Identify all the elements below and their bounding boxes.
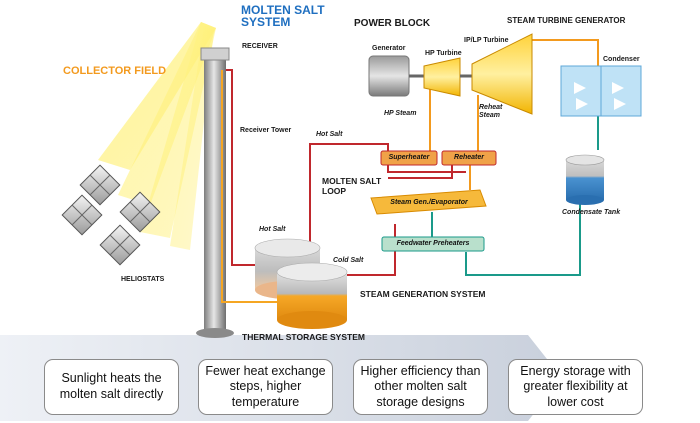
heliostat-field (61, 164, 161, 266)
iplp-turbine (471, 33, 533, 115)
condensate-tank (566, 160, 604, 200)
thermal-storage-system-title: THERMAL STORAGE SYSTEM (242, 332, 365, 342)
hp-steam-label: HP Steam (384, 110, 417, 117)
heliostats-label: HELIOSTATS (121, 276, 165, 283)
hot-salt-tank-label: Hot Salt (259, 226, 286, 233)
iplp-turbine-label: IP/LP Turbine (464, 37, 509, 44)
power-block-title: POWER BLOCK (354, 18, 431, 29)
hp-turbine-label: HP Turbine (425, 50, 462, 57)
benefit-card-1: Sunlight heats the molten salt directly (44, 359, 179, 415)
benefit-text-2: Fewer heat exchange steps, higher temper… (205, 363, 326, 409)
hp-turbine (423, 57, 461, 97)
receiver-tower (204, 52, 226, 335)
receiver-head (200, 47, 230, 61)
water-pipes (431, 112, 599, 276)
generator-label: Generator (372, 45, 406, 52)
receiver-tower-label: Receiver Tower (240, 127, 292, 134)
benefit-text-3: Higher efficiency than other molten salt… (360, 363, 481, 409)
benefit-text-1: Sunlight heats the molten salt directly (59, 371, 164, 401)
collector-field-title: COLLECTOR FIELD (63, 65, 167, 77)
receiver-label: RECEIVER (242, 43, 278, 50)
benefit-card-4: Energy storage with greater flexibility … (508, 359, 643, 415)
steam-gen-evaporator (370, 189, 487, 215)
hot-salt-pipe-label: Hot Salt (316, 131, 343, 138)
steam-turbine-generator-title: STEAM TURBINE GENERATOR (507, 16, 626, 25)
sunlight-ray (170, 26, 214, 250)
steam-pipes (429, 39, 599, 190)
condensate-tank-label: Condensate Tank (562, 209, 621, 216)
generator (368, 55, 410, 97)
steam-generation-system-title: STEAM GENERATION SYSTEM (360, 289, 486, 299)
condenser-label: Condenser (603, 56, 640, 63)
hot-salt-pipes (226, 69, 466, 276)
molten-salt-system-title: MOLTEN SALT SYSTEM (241, 3, 325, 29)
cold-salt-pipe (221, 70, 278, 303)
benefit-text-4: Energy storage with greater flexibility … (520, 363, 631, 409)
benefit-card-3: Higher efficiency than other molten salt… (353, 359, 488, 415)
reheat-steam-label: Reheat Steam (479, 104, 503, 119)
superheater (380, 150, 438, 166)
feedwater-preheaters (381, 236, 485, 252)
tower-base (196, 328, 234, 338)
benefit-card-2: Fewer heat exchange steps, higher temper… (198, 359, 333, 415)
feedwater-label: Feedwater Preheaters (396, 240, 470, 247)
molten-salt-loop-title: MOLTEN SALT LOOP (322, 176, 382, 196)
reheater (441, 150, 497, 166)
cold-salt-tank-label: Cold Salt (333, 257, 364, 264)
steam-gen-label: Steam Gen./Evaporator (390, 199, 468, 206)
reheater-label: Reheater (454, 154, 484, 161)
superheater-label: Superheater (388, 154, 430, 161)
